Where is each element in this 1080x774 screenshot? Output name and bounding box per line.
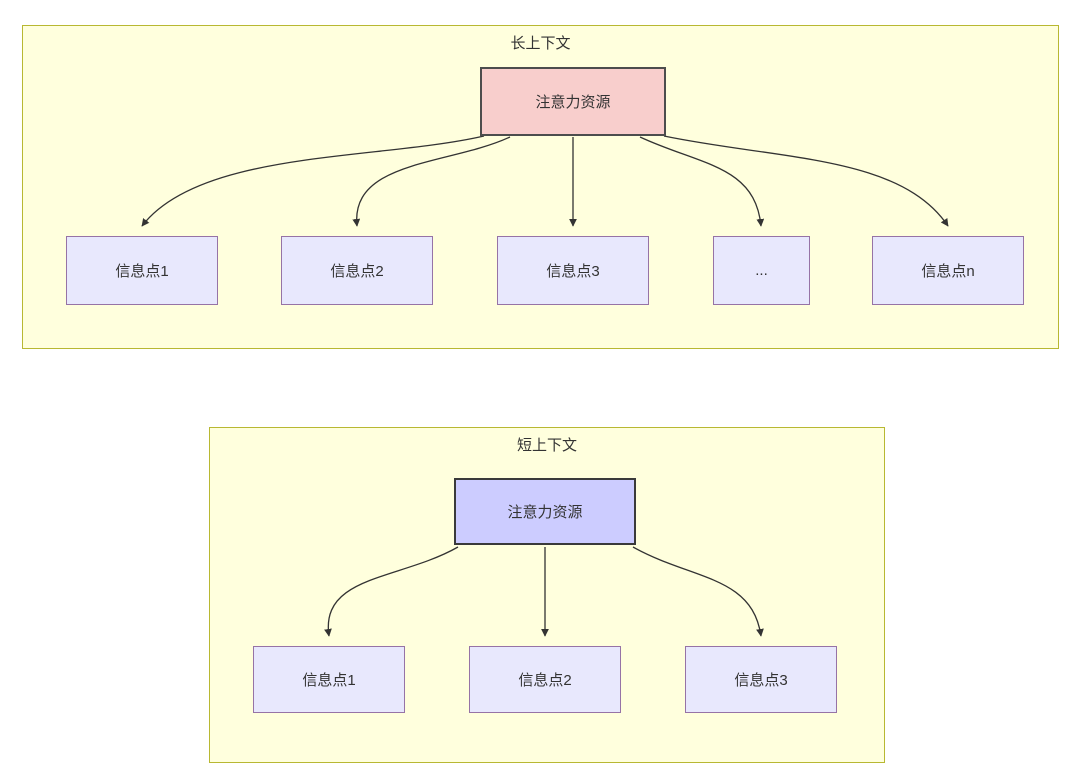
node-label: 信息点3	[734, 672, 788, 689]
node-info-point-short-1[interactable]: 信息点1	[253, 646, 405, 713]
node-label: 注意力资源	[507, 504, 583, 521]
node-info-point-long-n[interactable]: 信息点n	[872, 236, 1024, 305]
node-label: 信息点1	[115, 263, 169, 280]
node-attention-resource-short[interactable]: 注意力资源	[454, 478, 636, 545]
group-long-context-title: 长上下文	[510, 35, 571, 52]
node-info-point-long-2[interactable]: 信息点2	[281, 236, 433, 305]
node-info-point-long-1[interactable]: 信息点1	[66, 236, 218, 305]
node-info-point-short-2[interactable]: 信息点2	[469, 646, 621, 713]
node-label: 信息点2	[330, 263, 384, 280]
node-info-point-short-3[interactable]: 信息点3	[685, 646, 837, 713]
node-label: 信息点2	[518, 672, 572, 689]
node-label: 信息点n	[921, 263, 975, 280]
node-label: 注意力资源	[535, 94, 611, 111]
group-short-context-title: 短上下文	[516, 437, 577, 454]
node-info-point-long-ellipsis[interactable]: ...	[713, 236, 810, 305]
node-attention-resource-long[interactable]: 注意力资源	[480, 67, 666, 136]
node-label: 信息点1	[302, 672, 356, 689]
node-label: ...	[755, 262, 768, 279]
node-info-point-long-3[interactable]: 信息点3	[497, 236, 649, 305]
node-label: 信息点3	[546, 263, 600, 280]
